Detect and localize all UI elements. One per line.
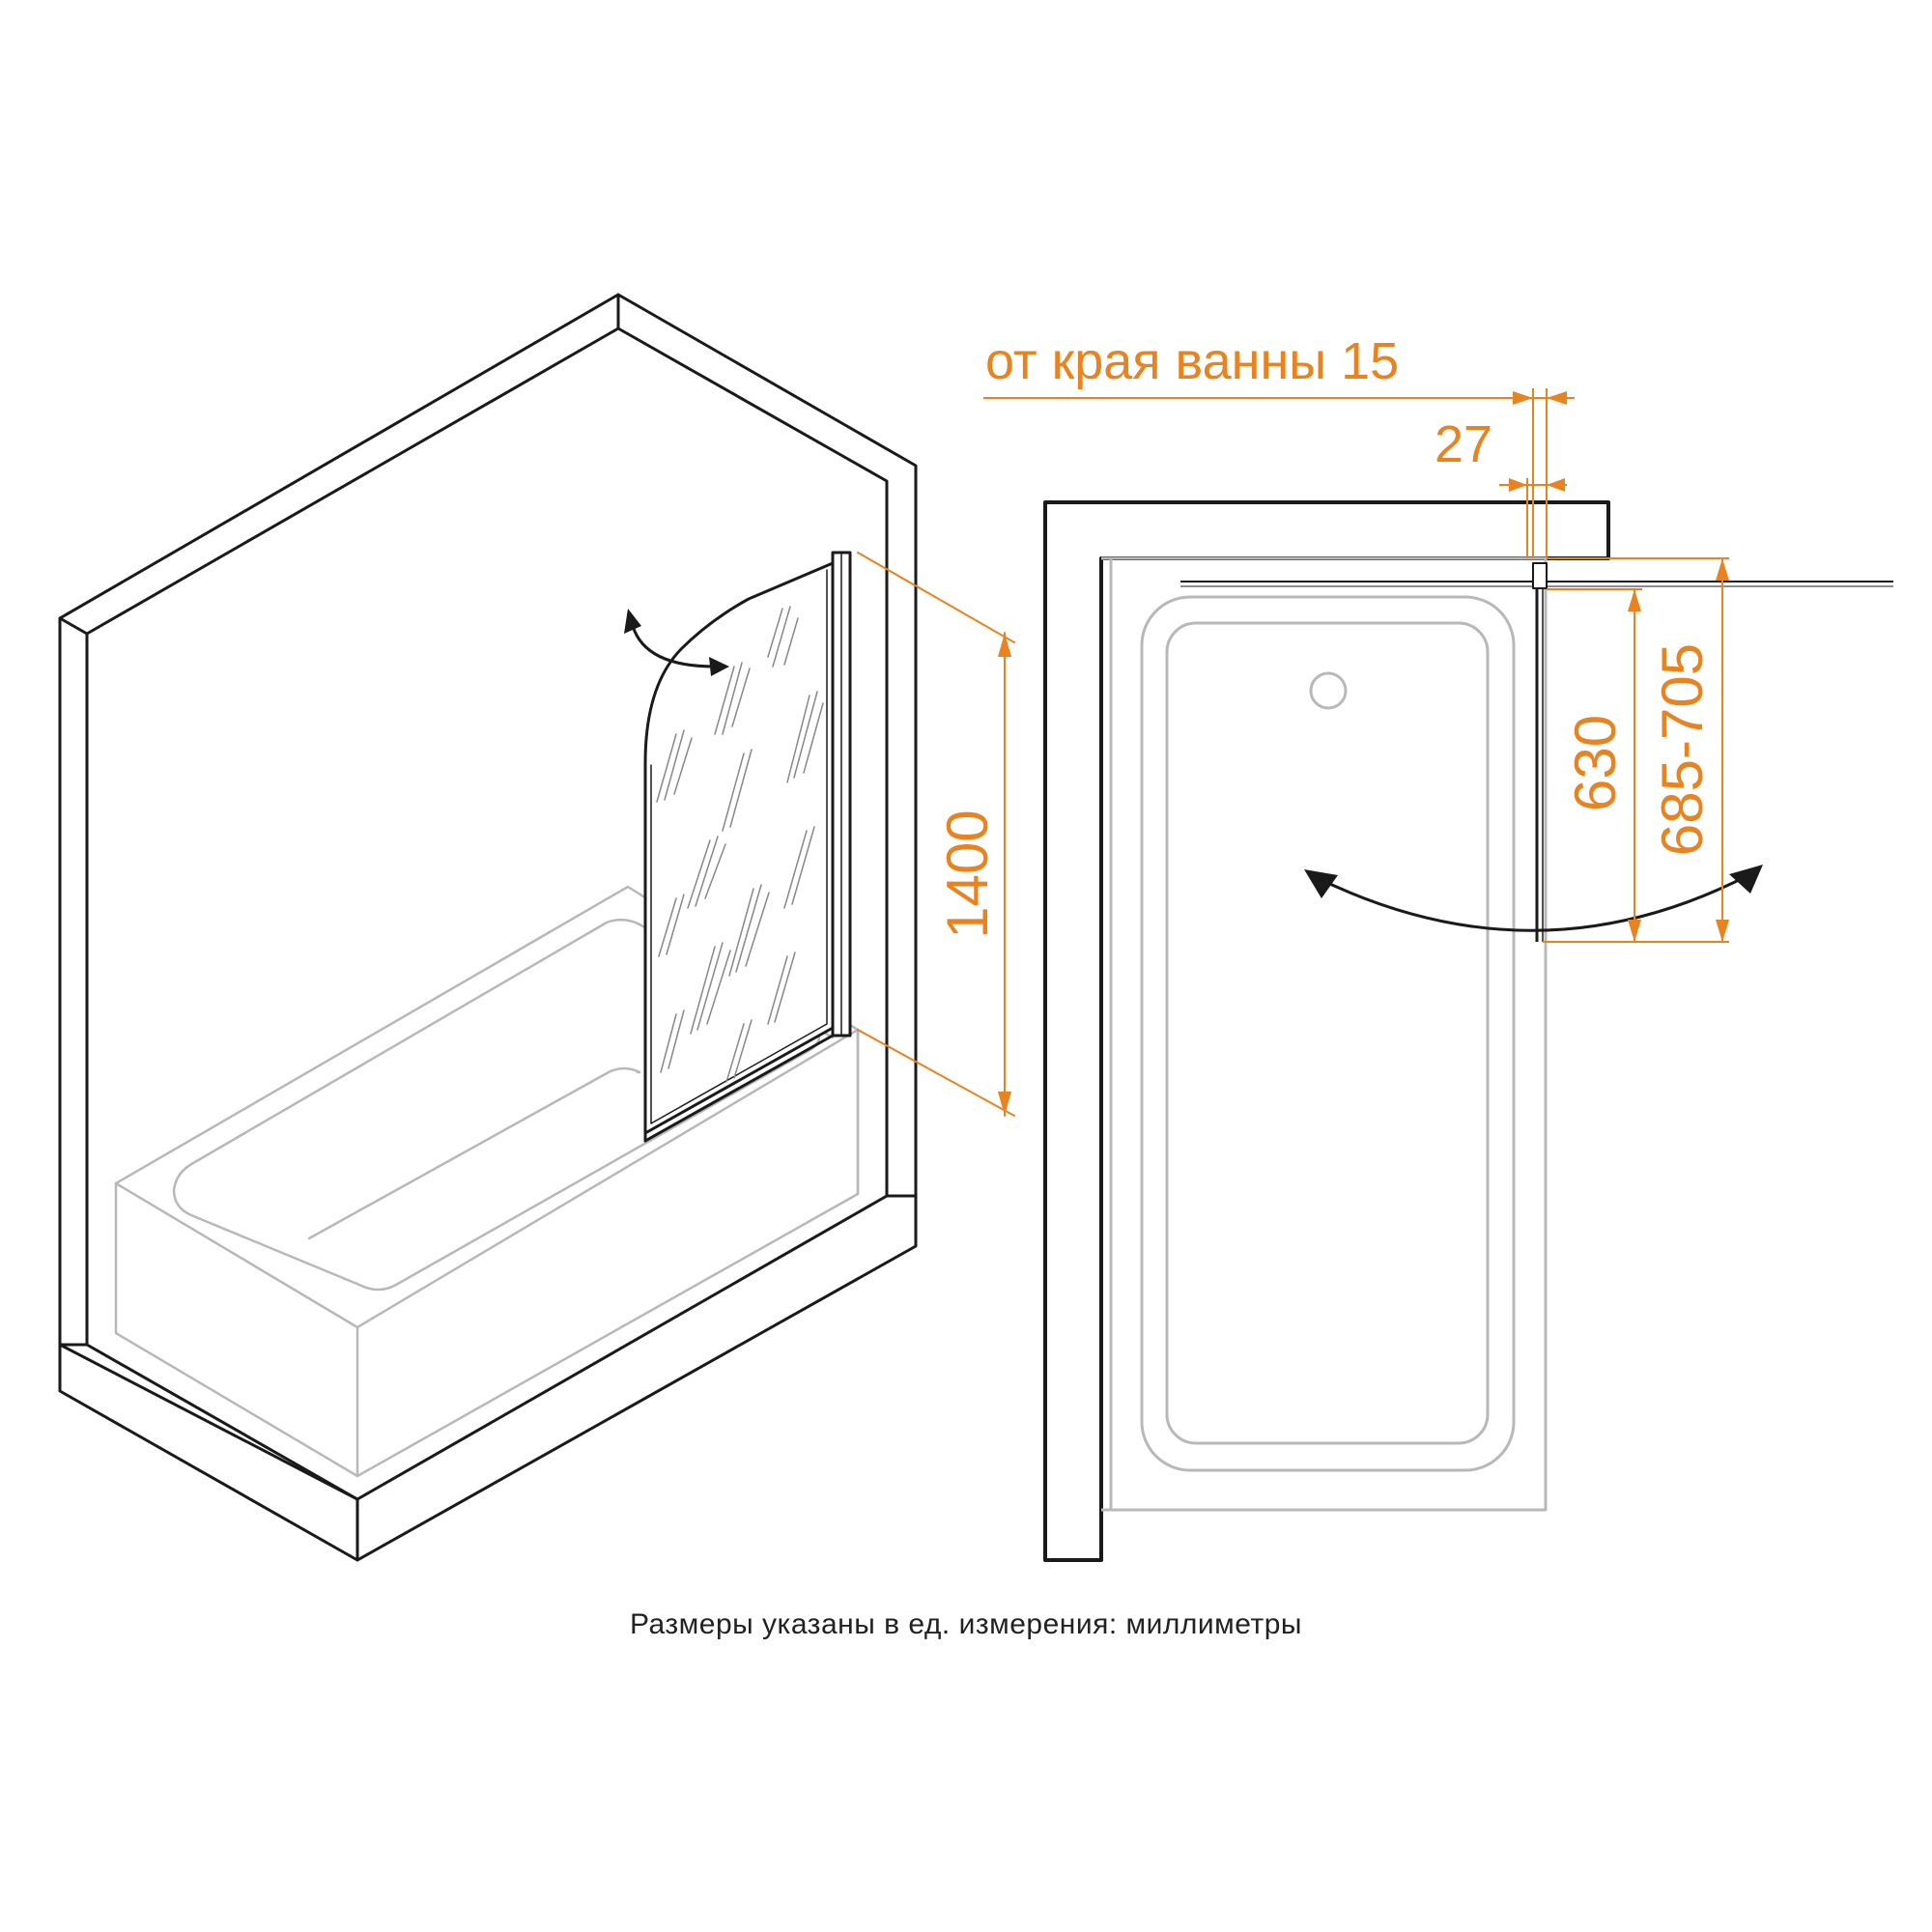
plan-swing-arc [1315, 872, 1751, 932]
dim-from-edge-label: от края ванны 15 [985, 332, 1399, 390]
arc-arrow-left [1304, 869, 1338, 898]
units-caption: Размеры указаны в ед. измерения: миллиме… [630, 1608, 1302, 1640]
dim-right [1543, 557, 1729, 943]
plan-screen [1180, 562, 1893, 942]
swing-arrow [631, 624, 717, 668]
dim-width-range-label: 685-705 [1650, 643, 1715, 856]
drain-icon [1309, 671, 1348, 710]
glass-pattern [656, 606, 824, 1083]
iso-shower-screen [624, 551, 852, 1143]
dim-height [857, 552, 1015, 1117]
plan-view [983, 388, 1893, 1562]
dim-width-open-label: 630 [1563, 715, 1628, 811]
dim-top [983, 388, 1575, 558]
dim-profile-label: 27 [1435, 415, 1492, 473]
glass-panel [643, 561, 835, 1135]
plan-wall [1043, 500, 1610, 1562]
dim-height-label: 1400 [935, 810, 1000, 938]
arc-arrow-right [1729, 865, 1763, 894]
plan-bathtub [1101, 556, 1548, 1512]
isometric-view [58, 293, 1015, 1562]
